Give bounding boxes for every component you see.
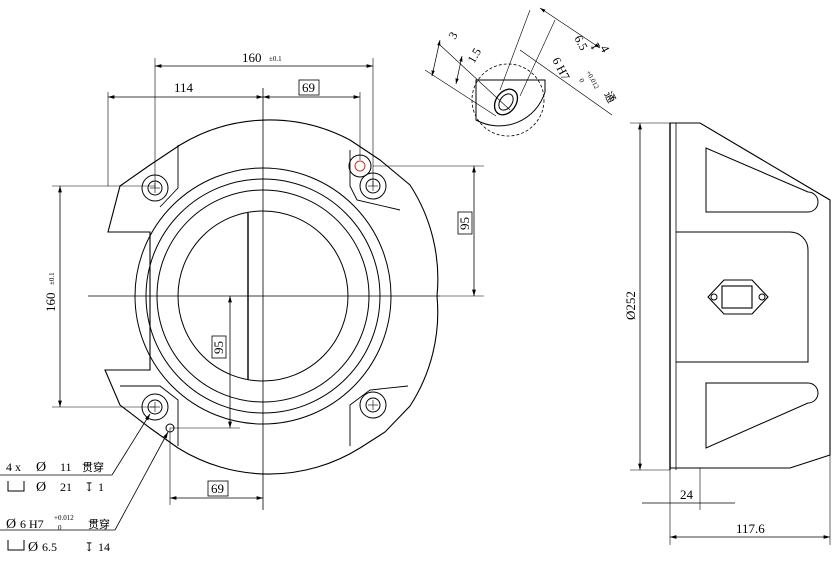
side-square-hole (721, 285, 753, 309)
dim-top-offset: 69 (302, 80, 315, 95)
detail-dim-pin-tol-upper: +0.012 (584, 69, 601, 91)
front-view: 160 ±0.1 114 69 160 ±0.1 95 95 69 (0, 50, 484, 531)
dim-overall-height: 160 (43, 293, 58, 313)
dim-right-offset: 95 (457, 217, 472, 230)
detail-dim-6-5 (539, 7, 601, 49)
side-hex-boss (707, 279, 769, 315)
pin-hole-top-red (354, 160, 366, 172)
pin-tol-upper: +0.012 (54, 514, 74, 522)
detail-dim-pin-tol-lower: 0 (577, 77, 586, 84)
detail-dim-3 (431, 39, 441, 77)
callout-thru-1: 贯穿 (82, 460, 104, 474)
dim-left-offset: 114 (174, 80, 194, 95)
detail-dim-slot-offset: 1.5 (464, 46, 484, 66)
detail-dim-pin: 6 H7 (549, 55, 572, 82)
pin-depth: 14 (98, 540, 110, 554)
dim-bottom-offset: 69 (211, 481, 224, 496)
counterbore-symbol-1 (7, 481, 25, 492)
pin-tol-lower: 0 (58, 524, 62, 532)
hole-callout: 4 x Ø 11 贯穿 Ø 21 ↧ 1 (6, 460, 104, 495)
bore-ring-outer (134, 167, 392, 425)
boss-top-left (159, 145, 179, 208)
side-body (676, 231, 809, 363)
bore-hole (177, 210, 349, 382)
detail-view: 3 1.5 6.5 ↧ 4 6 H7 +0.012 0 通 (424, 7, 618, 137)
bore-ring-inner (156, 189, 370, 403)
dim-overall-width-tol: ±0.1 (269, 55, 282, 63)
dim-overall-width: 160 (242, 50, 262, 65)
leader-holes (111, 413, 151, 476)
detail-dim-pin-thru: 通 (601, 89, 618, 105)
leader-pin (114, 431, 169, 531)
boss-top-right (349, 150, 401, 211)
pin-dia-2: 6.5 (42, 540, 57, 554)
pin-thru: 贯穿 (88, 517, 110, 531)
side-view: Ø252 24 117.6 (623, 122, 831, 545)
detail-circle-boundary (471, 63, 545, 137)
pin-dia-1: 6 H7 (20, 517, 44, 531)
callout-dia-symbol-1: Ø (36, 460, 46, 475)
side-web-top (705, 147, 819, 213)
callout-dia-2: 21 (60, 480, 72, 494)
dim-center-offset: 95 (211, 341, 226, 354)
bore-ring-mid (145, 178, 381, 414)
dim-overall-height-tol: ±0.1 (48, 272, 56, 285)
detail-dim-cbore-depth: 4 (597, 43, 612, 55)
side-web-bottom (705, 382, 819, 449)
callout-count: 4 x (6, 460, 21, 474)
detail-dim-slot-width: 3 (445, 29, 460, 41)
side-dim-diameter: Ø252 (623, 291, 638, 320)
detail-outline (475, 79, 546, 127)
side-outline (669, 122, 831, 469)
counterbore-symbol-2 (7, 540, 25, 551)
callout-dia-1: 11 (60, 460, 72, 474)
side-dim-flange: 24 (680, 487, 694, 502)
mount-hole-bottom-right (359, 391, 387, 419)
boss-bottom-left (120, 385, 179, 446)
side-dim-length: 117.6 (736, 521, 765, 536)
detail-slot-inner (498, 93, 514, 111)
pin-callout: Ø 6 H7 +0.012 0 贯穿 Ø 6.5 ↧ 14 (6, 514, 110, 555)
pin-depth-symbol: ↧ (84, 540, 94, 554)
callout-depth-symbol-1: ↧ (84, 480, 94, 494)
detail-dim-6h7 (519, 49, 613, 116)
boss-bottom-right (349, 385, 409, 446)
detail-dim-cbore: 6.5 (571, 33, 590, 53)
pin-dia-symbol-1: Ø (6, 517, 16, 532)
callout-depth-1: 1 (98, 480, 104, 494)
outer-flange-outline (104, 119, 439, 475)
detail-dim-1-5 (455, 55, 463, 85)
detail-slot (493, 88, 519, 116)
callout-dia-symbol-2: Ø (36, 480, 46, 495)
pin-dia-symbol-2: Ø (28, 540, 38, 555)
